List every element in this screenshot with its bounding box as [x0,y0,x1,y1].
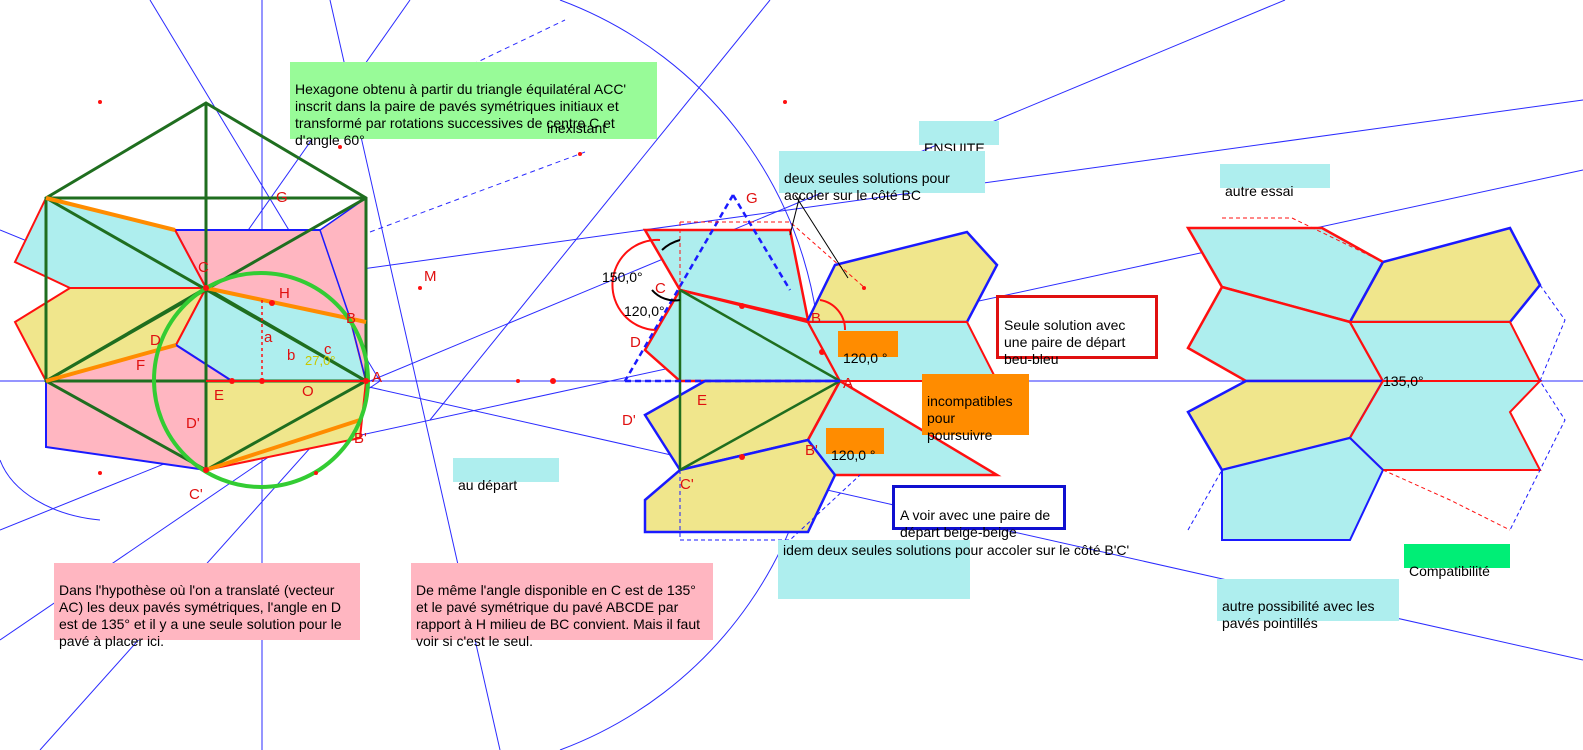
label-b-left: B [346,310,356,327]
label-h-left: H [279,285,290,302]
label-d-mid: D [630,334,641,351]
au-depart-text: au départ [458,477,518,493]
dashed-construction [369,19,586,233]
label-o: O [302,383,314,400]
label-c-small: c [324,341,332,358]
hexagon-note-text: Hexagone obtenu à partir du triangle équ… [295,81,627,148]
a-voir-text: A voir avec une paire de départ beige-be… [900,507,1051,540]
label-cp-mid: C' [680,476,694,493]
hypothese-text: Dans l'hypothèse où l'on a translaté (ve… [59,582,342,649]
incompatibles-text: incompatibles pour poursuivre [927,393,1013,443]
label-c-mid: C [655,280,666,297]
hexagon-overlay-text: inexistant [547,120,607,136]
autre-essai: autre essai [1220,164,1330,199]
right-cyan-bottom [1221,436,1385,541]
label-g-left: G [276,189,288,206]
au-depart: au départ [453,458,559,493]
seule-solution: Seule solution avec une paire de départ … [996,295,1158,367]
right-beige-top [1347,226,1542,324]
angle-27: 27,0° [305,353,336,368]
de-meme-text: De même l'angle disponible en C est de 1… [416,582,701,649]
label-d-left: D [150,332,161,349]
right-figure: 135,0° [1185,217,1566,541]
label-a-mid: A [843,375,853,392]
angle-150: 150,0° [602,269,643,285]
de-meme-note: De même l'angle disponible en C est de 1… [411,563,713,649]
right-cyan-low-r [1348,380,1543,471]
label-c-left: C [198,259,209,276]
angle-120-badge-b: 120,0 ° [826,428,884,463]
autre-possibilite-text: autre possibilité avec les pavés pointil… [1222,598,1375,631]
right-cyan-mid-r [1348,321,1542,382]
autre-possibilite: autre possibilité avec les pavés pointil… [1217,579,1399,631]
angle-135: 135,0° [1383,373,1424,389]
label-bp-mid: B' [805,442,818,459]
autre-essai-text: autre essai [1225,183,1294,199]
label-f: F [136,357,145,374]
label-a-left: A [372,369,382,386]
idem-note: idem deux seules solutions pour accoler … [778,540,1129,599]
label-m: M [424,268,437,285]
compatibilite-badge: Compatibilité [1404,544,1510,579]
label-b-small: b [287,347,295,364]
label-a-small: a [264,329,273,346]
angle-120-a-text: 120,0 ° [843,350,888,366]
two-solutions-bc-text: deux seules solutions pour accoler sur l… [784,170,950,203]
compatibilite-text: Compatibilité [1409,563,1490,579]
label-cp-left: C' [189,486,203,503]
mid-cyan-right [806,321,999,382]
a-voir: A voir avec une paire de départ beige-be… [892,485,1066,540]
hypothese-note: Dans l'hypothèse où l'on a translaté (ve… [54,563,360,649]
incompatibles-badge: incompatibles pour poursuivre [922,374,1029,443]
label-b-mid: B [811,310,821,327]
ensuite-label: ENSUITE [919,121,999,156]
seule-solution-text: Seule solution avec une paire de départ … [1004,317,1126,367]
angle-120-top: 120,0° [624,303,665,319]
two-solutions-bc: deux seules solutions pour accoler sur l… [779,151,985,203]
hexagon-overlay: inexistant [542,101,622,136]
left-figure: G C H M N B a b c 27,0° D F E O A D' B' … [13,94,787,503]
angle-120-b-text: 120,0 ° [831,447,876,463]
angle-120-badge-a: 120,0 ° [838,331,898,366]
label-e-mid: E [697,392,707,409]
hexagon-note: Hexagone obtenu à partir du triangle équ… [290,62,657,148]
idem-text: idem deux seules solutions pour accoler … [783,542,1130,558]
label-e-left: E [214,387,224,404]
label-dp-mid: D' [622,412,636,429]
label-g-mid: G [746,190,758,207]
label-dp-left: D' [186,415,200,432]
label-bp-left: B' [354,430,367,447]
